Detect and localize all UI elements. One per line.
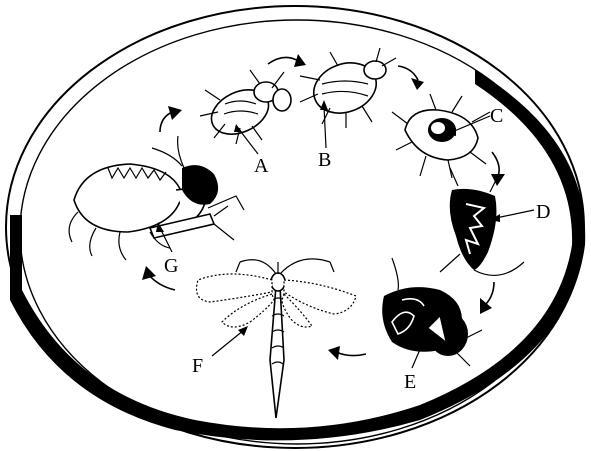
label-e: E [404,371,416,393]
label-f: F [192,355,203,377]
oval-border [6,6,585,448]
label-c: C [490,105,503,127]
label-a: A [254,155,269,177]
label-g: G [164,255,178,277]
label-b: B [318,149,331,171]
label-d: D [536,201,550,223]
